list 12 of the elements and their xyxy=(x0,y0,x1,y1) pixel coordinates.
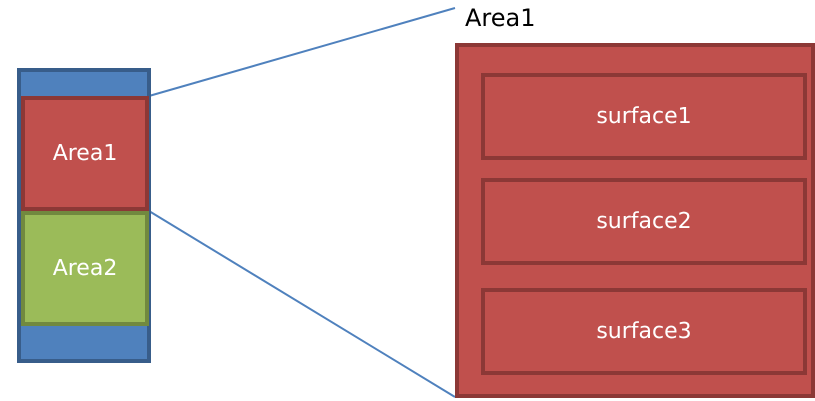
area-label: surface2 xyxy=(596,209,692,234)
area-segment xyxy=(21,211,149,326)
area-segment xyxy=(21,96,149,211)
area-label: Area2 xyxy=(52,256,118,281)
panel-heading: Area1 xyxy=(465,4,536,32)
area-label: surface3 xyxy=(596,319,692,344)
area-label: Area1 xyxy=(52,141,118,166)
surface-box xyxy=(481,178,807,265)
surface-box xyxy=(481,73,807,160)
area-label: surface1 xyxy=(596,104,692,129)
surface-box xyxy=(481,288,807,375)
column-bar xyxy=(17,68,151,363)
